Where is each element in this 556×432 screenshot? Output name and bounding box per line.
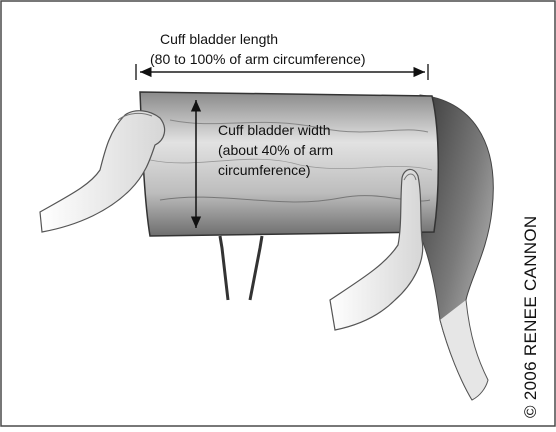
width-label-line2: (about 40% of arm (218, 141, 333, 159)
length-label-line2: (80 to 100% of arm circumference) (150, 50, 366, 68)
length-label-line1: Cuff bladder length (160, 30, 278, 48)
width-label-line1: Cuff bladder width (218, 121, 331, 139)
copyright-credit: © 2006 RENEE CANNON (521, 216, 541, 418)
width-label-line3: circumference) (218, 161, 311, 179)
